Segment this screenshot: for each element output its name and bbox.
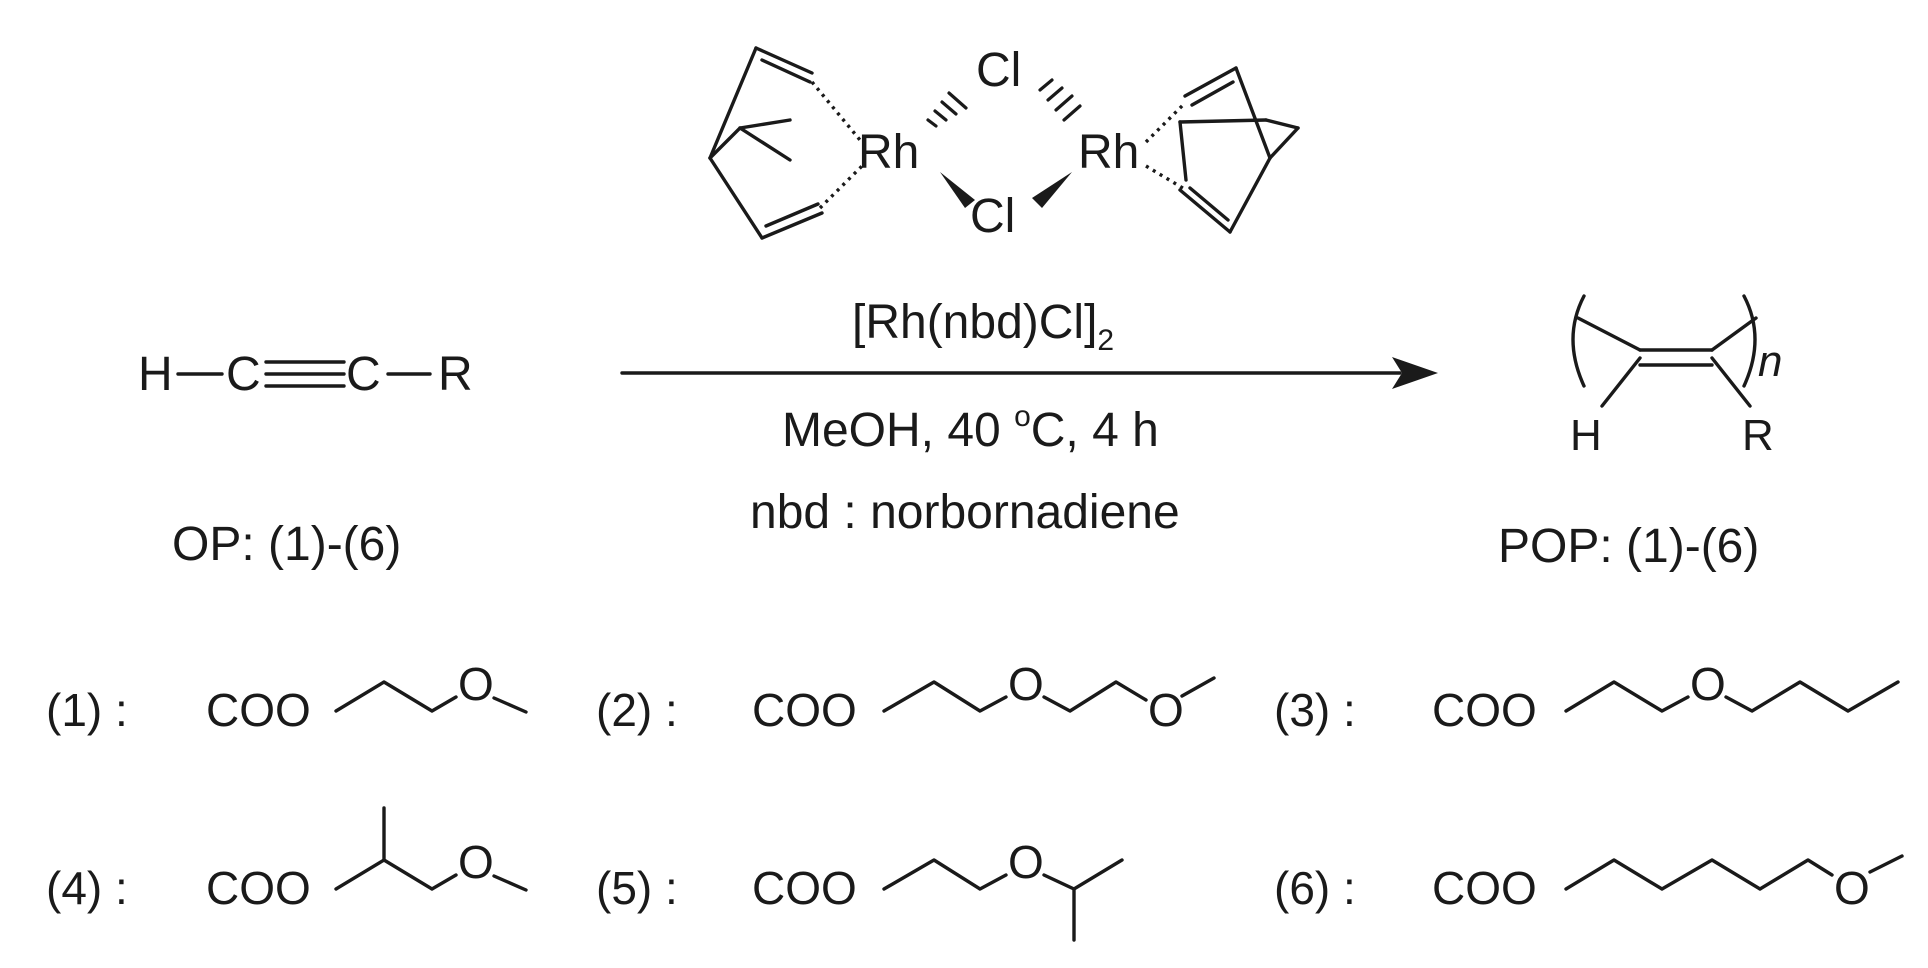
svg-text:COO: COO (1432, 684, 1537, 736)
svg-text:H: H (1570, 411, 1602, 460)
cl-atom-bottom: Cl (970, 190, 1015, 243)
svg-text:R: R (438, 348, 473, 401)
catalyst-name: [Rh(nbd)Cl]2 (852, 296, 1114, 357)
rh-atom-right: Rh (1078, 126, 1139, 179)
svg-text:COO: COO (206, 684, 311, 736)
substituent-4: (4) : COO O (46, 806, 528, 914)
svg-text:O: O (1148, 684, 1184, 736)
polymer-label: POP: (1)-(6) (1498, 520, 1759, 573)
hashed-bond-cl-rh-right (1038, 78, 1082, 122)
svg-text:COO: COO (752, 684, 857, 736)
substituent-3: (3) : COO O (1274, 658, 1900, 736)
svg-text:COO: COO (752, 862, 857, 914)
hashed-bond-rh-cl-left (926, 91, 968, 128)
monomer-formula: H C C R (138, 348, 473, 401)
rh-atom-left: Rh (858, 126, 919, 179)
svg-text:C: C (226, 348, 261, 401)
nbd-definition: nbd : norbornadiene (750, 486, 1180, 539)
svg-text:H: H (138, 348, 173, 401)
svg-text:(4) :: (4) : (46, 862, 128, 914)
reaction-conditions: MeOH, 40 oC, 4 h (782, 400, 1159, 457)
svg-text:O: O (1690, 658, 1726, 710)
svg-text:C: C (346, 348, 381, 401)
right-norbornadiene-ligand (1178, 66, 1300, 234)
substituent-1: (1) : COO O (46, 658, 528, 736)
monomer-label: OP: (1)-(6) (172, 518, 401, 571)
svg-text:O: O (1834, 862, 1870, 914)
svg-text:O: O (1008, 836, 1044, 888)
svg-text:O: O (458, 658, 494, 710)
cl-atom-top: Cl (976, 44, 1021, 97)
substituent-6: (6) : COO O (1274, 854, 1904, 914)
svg-text:COO: COO (1432, 862, 1537, 914)
svg-text:O: O (458, 836, 494, 888)
svg-text:O: O (1008, 658, 1044, 710)
substituent-2: (2) : COO O O (596, 658, 1216, 736)
svg-text:COO: COO (206, 862, 311, 914)
rhodium-dimer-catalyst: Rh Cl Cl Rh (708, 44, 1300, 243)
polymer-repeat-unit: H R n (1570, 294, 1782, 460)
svg-text:(5) :: (5) : (596, 862, 678, 914)
reaction-arrow (620, 357, 1438, 389)
svg-text:(2) :: (2) : (596, 684, 678, 736)
svg-text:R: R (1742, 411, 1774, 460)
wedge-bond-rh-cl-left (940, 172, 975, 208)
wedge-bond-cl-rh-right (1032, 172, 1072, 208)
svg-text:(3) :: (3) : (1274, 684, 1356, 736)
svg-text:(1) :: (1) : (46, 684, 128, 736)
substituent-5: (5) : COO O (596, 836, 1124, 942)
svg-text:(6) :: (6) : (1274, 862, 1356, 914)
svg-text:n: n (1758, 337, 1782, 386)
left-norbornadiene-ligand (708, 46, 824, 240)
